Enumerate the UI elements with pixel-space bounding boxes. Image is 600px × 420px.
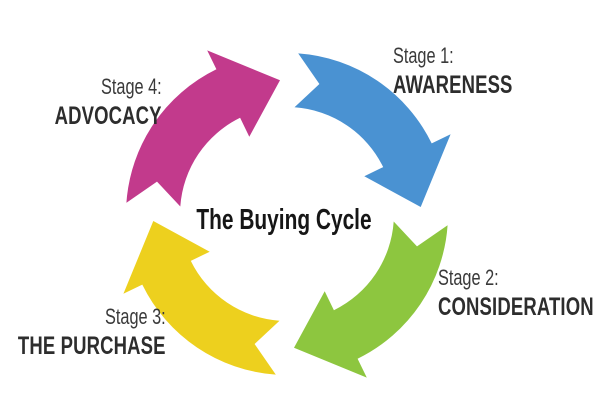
diagram-title: The Buying Cycle: [196, 204, 372, 236]
stage-3-name: THE PURCHASE: [18, 332, 166, 360]
stage-4-name: ADVOCACY: [54, 102, 162, 130]
stage-3-block: Stage 3: THE PURCHASE: [18, 303, 166, 362]
stage-3-label: Stage 3:: [105, 304, 166, 329]
arrow-stage-2-consideration-icon: [294, 221, 448, 378]
stage-2-block: Stage 2: CONSIDERATION: [438, 264, 594, 323]
stage-1-label: Stage 1:: [393, 43, 454, 68]
stage-1-name: AWARENESS: [393, 71, 513, 99]
stage-2-label: Stage 2:: [438, 265, 499, 290]
stage-4-block: Stage 4: ADVOCACY: [55, 73, 162, 132]
stage-1-block: Stage 1: AWARENESS: [393, 42, 513, 101]
stage-4-label: Stage 4:: [101, 74, 162, 99]
stage-2-name: CONSIDERATION: [438, 293, 594, 321]
